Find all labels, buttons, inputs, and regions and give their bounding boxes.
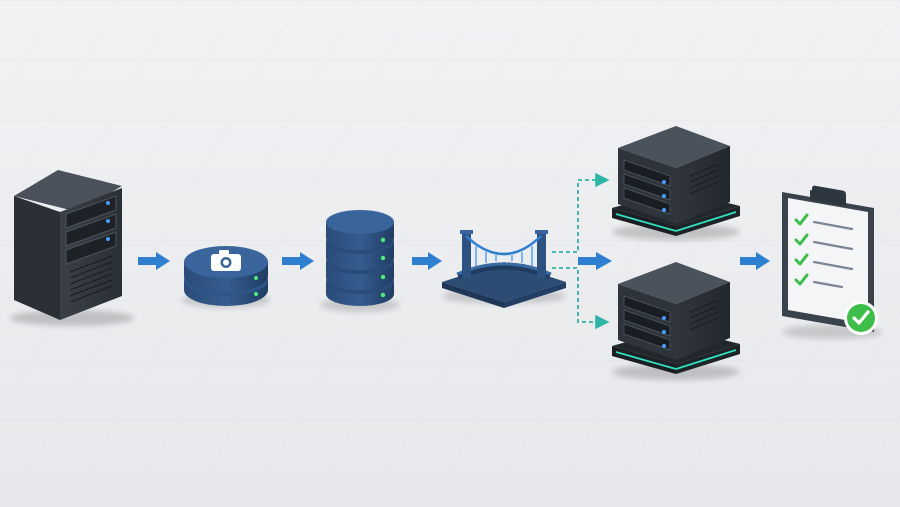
server-cube-icon: [618, 262, 730, 360]
source-server: [10, 170, 134, 326]
flow-arrow-3: [412, 252, 442, 270]
bridge-icon: [442, 230, 566, 308]
replica-storage: [320, 210, 400, 312]
target-server-b: [612, 262, 740, 380]
flow-arrow-5: [740, 252, 770, 270]
flow-arrow-1: [138, 252, 170, 270]
tower-server-icon: [65, 195, 117, 303]
verification: [782, 185, 882, 339]
flow-arrow-4: [578, 252, 612, 270]
database-stack-icon: [326, 210, 394, 306]
branch-connectors: [552, 172, 610, 330]
server-cube-icon: [618, 126, 730, 224]
bridge: [442, 230, 566, 308]
target-server-a: [612, 126, 740, 240]
camera-icon: [211, 250, 241, 271]
flow-arrow-2: [282, 252, 314, 270]
check-badge-icon: [844, 301, 878, 335]
snapshot: [182, 246, 270, 308]
clipboard-checklist-icon: [782, 185, 878, 335]
